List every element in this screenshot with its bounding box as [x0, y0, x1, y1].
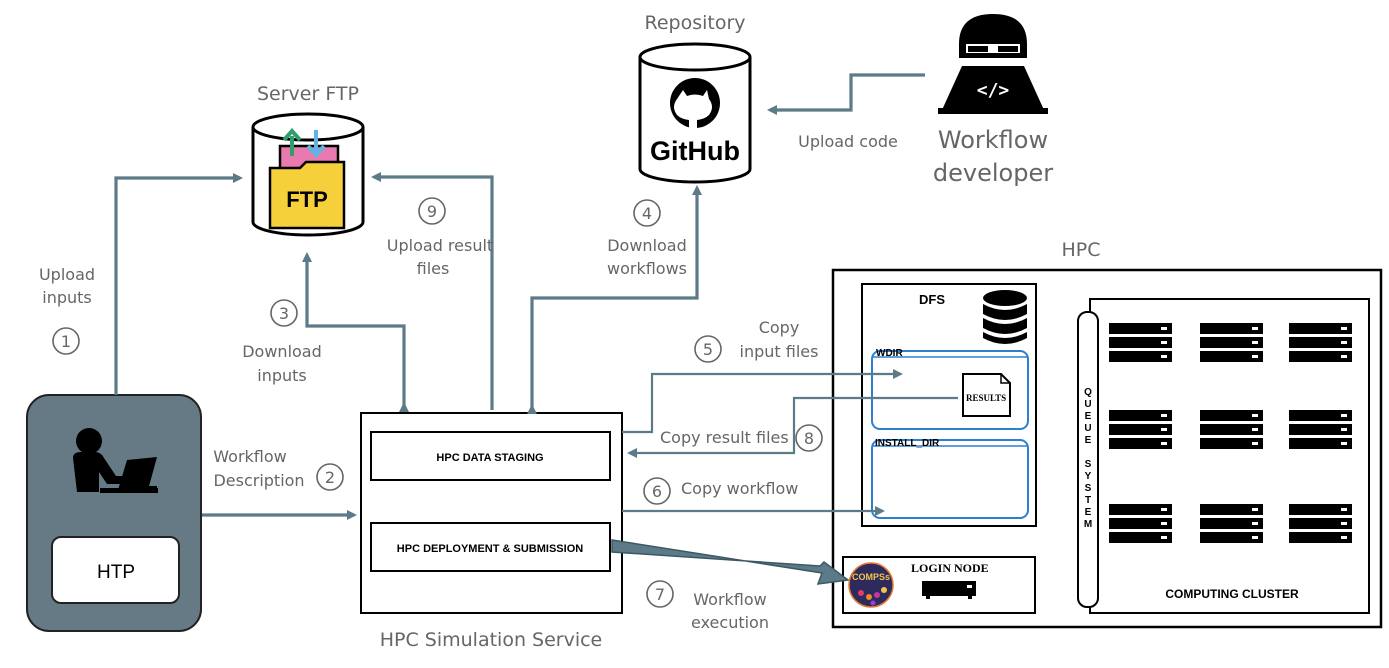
label-copy-input-2: input files [740, 342, 819, 361]
step-4: 4 [633, 199, 661, 227]
wdir-box [871, 350, 1029, 430]
queue-letter: S [1085, 483, 1092, 494]
install-dir-label: INSTALL_DIR [875, 438, 940, 449]
data-staging-box [370, 431, 611, 481]
queue-system-bar [1077, 311, 1099, 608]
data-staging-label: HPC DATA STAGING [436, 452, 543, 464]
login-node-server-icon [922, 581, 976, 599]
developer-label-line1: Workflow [938, 126, 1048, 154]
github-repository-icon: GitHub [638, 42, 752, 184]
step-7: 7 [646, 580, 674, 608]
server-rack-icon [1200, 410, 1263, 449]
svg-text:3: 3 [279, 304, 289, 323]
htp-box [51, 536, 180, 604]
label-copy-input-1: Copy [759, 318, 800, 337]
server-rack-icon [1109, 323, 1172, 362]
database-icon [983, 290, 1027, 344]
workflow-developer-icon: </> [938, 14, 1048, 114]
deployment-box [370, 522, 611, 572]
label-upload-results-1: Upload result [387, 236, 493, 255]
arrow-download-inputs [302, 252, 409, 412]
step-9: 9 [418, 197, 446, 225]
svg-text:2: 2 [325, 468, 335, 487]
server-rack-icon [1289, 323, 1352, 362]
queue-letter: E [1085, 507, 1092, 518]
arrow-copy-input [622, 369, 903, 434]
label-upload-inputs-2: inputs [42, 288, 92, 307]
step-3: 3 [270, 299, 298, 327]
queue-letter: M [1084, 519, 1092, 530]
queue-letter: Y [1085, 471, 1092, 482]
server-rack-icon [1200, 504, 1263, 543]
compss-logo-icon: COMPSs [848, 562, 894, 608]
label-copy-workflow: Copy workflow [681, 479, 798, 498]
hpc-label: HPC [1061, 239, 1100, 261]
server-rack-icon [1200, 323, 1263, 362]
queue-letter: S [1085, 459, 1092, 470]
label-upload-results-2: files [417, 259, 450, 278]
server-rack-icon [1109, 504, 1172, 543]
svg-text:8: 8 [804, 429, 814, 448]
label-copy-result: Copy result files [660, 428, 789, 447]
svg-text:6: 6 [652, 482, 662, 501]
label-upload-inputs-1: Upload [39, 265, 95, 284]
server-rack-icon [1289, 410, 1352, 449]
svg-text:7: 7 [655, 585, 665, 604]
svg-text:9: 9 [427, 202, 437, 221]
label-workflow-description-2: Description [213, 471, 304, 490]
ftp-server-icon: FTP [251, 112, 365, 237]
server-rack-icon [1109, 410, 1172, 449]
install-dir-box [871, 439, 1029, 519]
server-rack-icon [1289, 504, 1352, 543]
svg-text:COMPSs: COMPSs [852, 572, 890, 582]
label-upload-code: Upload code [798, 132, 898, 151]
label-download-workflows-1: Download [607, 236, 687, 255]
cluster-servers [1109, 323, 1352, 543]
queue-letter: E [1085, 411, 1092, 422]
arrow-upload-inputs [114, 173, 243, 395]
svg-text:FTP: FTP [286, 187, 328, 212]
arrow-upload-code [767, 73, 925, 115]
htp-label: HTP [97, 562, 135, 583]
label-workflow-execution-1: Workflow [693, 590, 766, 609]
arrow-copy-result [627, 396, 958, 458]
svg-text:RESULTS: RESULTS [966, 393, 1006, 403]
svg-text:5: 5 [703, 340, 713, 359]
label-download-inputs-1: Download [242, 342, 322, 361]
queue-letter: U [1084, 399, 1091, 410]
arrow-workflow-execution [611, 539, 850, 585]
dfs-label: DFS [919, 292, 945, 307]
wdir-label: WDIR [876, 348, 903, 359]
svg-text:</>: </> [977, 80, 1010, 101]
computing-cluster-label: COMPUTING CLUSTER [1165, 587, 1299, 601]
step-1: 1 [52, 327, 80, 355]
queue-letter: T [1085, 495, 1091, 506]
queue-letter: E [1085, 435, 1092, 446]
label-download-workflows-2: workflows [607, 259, 687, 278]
deployment-label: HPC DEPLOYMENT & SUBMISSION [397, 543, 583, 555]
server-ftp-label: Server FTP [257, 83, 359, 105]
svg-text:1: 1 [61, 332, 71, 351]
login-node-label: LOGIN NODE [911, 561, 989, 575]
user-at-laptop-icon [73, 428, 158, 493]
arrow-download-workflows [527, 185, 702, 414]
svg-text:4: 4 [642, 204, 652, 223]
queue-letter: Q [1084, 387, 1092, 398]
step-5: 5 [694, 335, 722, 363]
queue-letter: U [1084, 423, 1091, 434]
arrow-upload-results [371, 172, 494, 410]
developer-label-line2: developer [933, 159, 1053, 187]
svg-text:GitHub: GitHub [650, 136, 740, 166]
step-2: 2 [316, 463, 344, 491]
results-document-icon: RESULTS [962, 373, 1011, 417]
label-download-inputs-2: inputs [257, 366, 307, 385]
repository-label: Repository [644, 12, 745, 34]
step-6: 6 [643, 477, 671, 505]
label-workflow-description-1: Workflow [213, 447, 286, 466]
label-workflow-execution-2: execution [691, 613, 769, 632]
simulation-service-label: HPC Simulation Service [380, 629, 603, 651]
step-8: 8 [795, 424, 823, 452]
